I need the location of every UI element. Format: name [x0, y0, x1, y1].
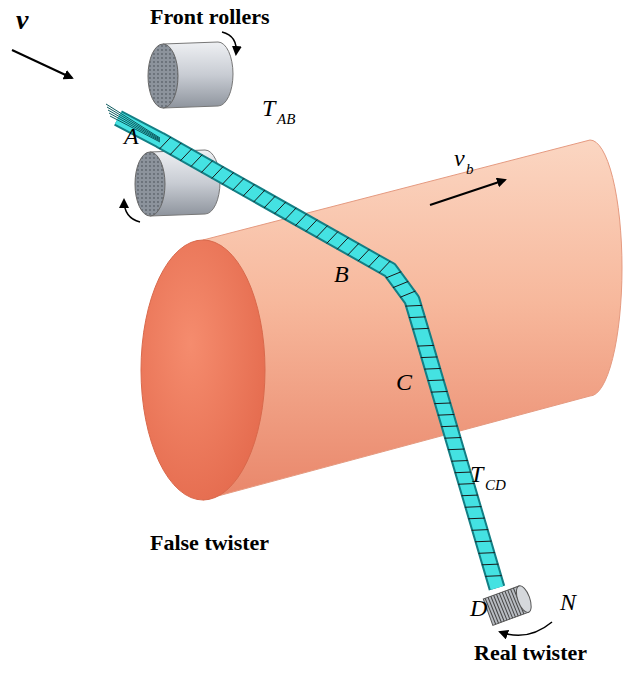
upper-front-roller: [148, 42, 233, 108]
rotation-symbol: N: [560, 590, 576, 614]
part-name: Front rollers: [150, 6, 270, 28]
rotation-arrow: [500, 622, 552, 635]
feed-velocity-arrow: [12, 50, 72, 78]
yarn: [106, 104, 502, 588]
part-name: False twister: [150, 532, 269, 554]
rotation-arrow: [124, 200, 140, 222]
belt-velocity-arrow: [430, 180, 505, 205]
point-label: C: [396, 370, 412, 394]
rotation-arrow: [222, 32, 236, 54]
velocity-symbol: v: [16, 6, 28, 34]
point-label: D: [470, 596, 487, 620]
velocity-symbol: v: [454, 146, 465, 170]
real-twister-spool: [483, 584, 534, 625]
part-name: Real twister: [474, 642, 587, 664]
velocity-subscript: b: [466, 162, 474, 177]
point-label: A: [124, 124, 139, 148]
tension-subscript: CD: [485, 478, 506, 493]
point-label: B: [334, 262, 349, 286]
false-twister-drum: [141, 140, 622, 500]
tension-symbol: T: [262, 96, 275, 120]
tension-subscript: AB: [277, 112, 295, 127]
tension-symbol: T: [470, 462, 483, 486]
